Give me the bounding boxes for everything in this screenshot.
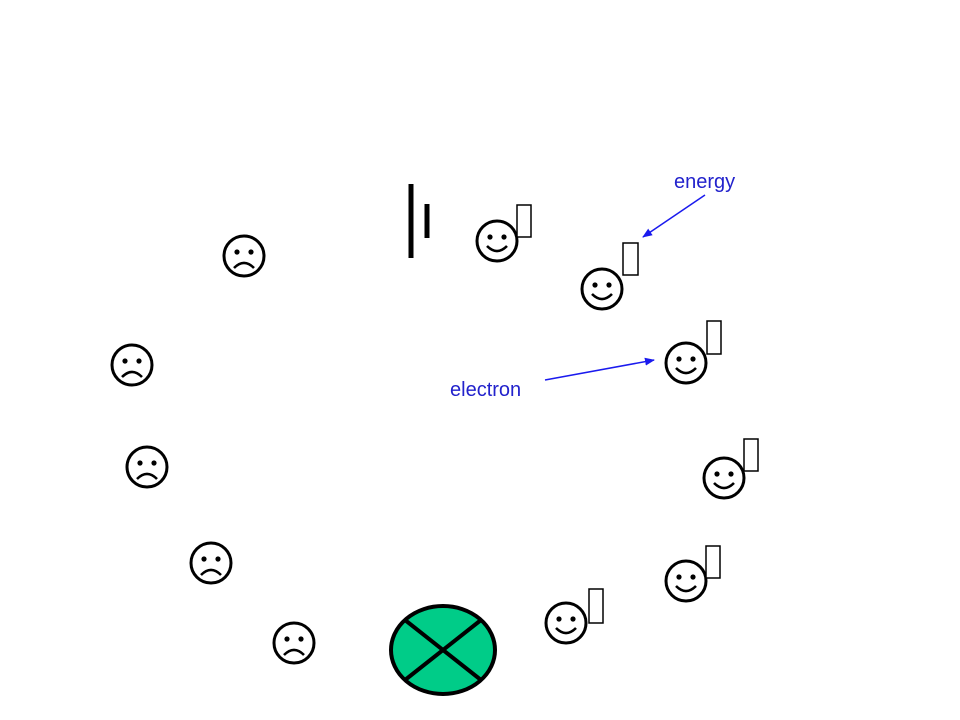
battery-icon (408, 184, 430, 258)
happy-face-icon (580, 267, 624, 311)
happy-electron (475, 204, 532, 263)
sad-face-icon (110, 343, 154, 387)
sad-electron (110, 343, 154, 387)
sad-face-icon (272, 621, 316, 665)
energy-packet-icon (705, 545, 721, 579)
sad-face-icon (189, 541, 233, 585)
energy-packet-icon (622, 242, 639, 276)
electron-arrow (544, 357, 655, 381)
happy-face-icon (702, 456, 746, 500)
happy-electron (664, 320, 722, 385)
sad-electron (272, 621, 316, 665)
energy-packet-icon (588, 588, 604, 624)
energy-packet-icon (743, 438, 759, 472)
sad-electron (222, 234, 266, 278)
happy-face-icon (664, 559, 708, 603)
happy-electron (544, 588, 604, 645)
happy-electron (702, 438, 759, 500)
energy-arrow (642, 194, 706, 238)
sad-face-icon (125, 445, 169, 489)
sad-electron (125, 445, 169, 489)
electron-label: electron (450, 379, 521, 401)
happy-face-icon (544, 601, 588, 645)
lamp-filament-b (403, 618, 483, 682)
energy-label: energy (674, 171, 735, 193)
energy-packet-icon (516, 204, 532, 238)
happy-electron (664, 545, 721, 603)
happy-face-icon (664, 341, 708, 385)
energy-packet-icon (706, 320, 722, 355)
lamp-icon (389, 604, 497, 696)
happy-face-icon (475, 219, 519, 263)
happy-electron (580, 242, 639, 311)
sad-electron (189, 541, 233, 585)
sad-face-icon (222, 234, 266, 278)
